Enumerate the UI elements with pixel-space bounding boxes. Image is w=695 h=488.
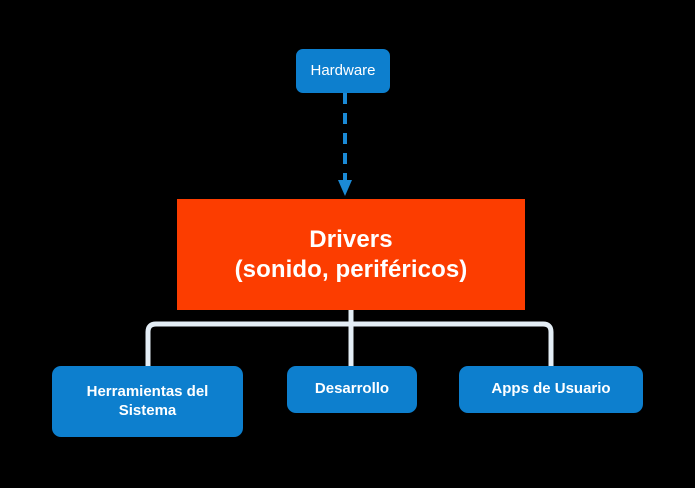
node-herramientas-del-sistema-label: Herramientas del Sistema: [86, 383, 209, 419]
arrowhead-down-icon: [338, 180, 352, 196]
connector-hardware-to-drivers: [338, 93, 352, 196]
node-desarrollo[interactable]: Desarrollo: [287, 366, 417, 413]
connector-branch-left: [145, 321, 351, 368]
connector-branch-right: [351, 321, 554, 368]
node-hardware-label: Hardware: [310, 61, 376, 79]
connector-drivers-to-children: [145, 310, 554, 368]
node-drivers-label-line1: Drivers: [309, 226, 393, 254]
node-apps-de-usuario-label: Apps de Usuario: [491, 380, 611, 398]
node-apps-de-usuario[interactable]: Apps de Usuario: [459, 366, 643, 413]
node-drivers-label-line2: (sonido, periféricos): [234, 255, 468, 283]
node-desarrollo-label: Desarrollo: [314, 380, 390, 398]
node-herramientas-del-sistema[interactable]: Herramientas del Sistema: [52, 366, 243, 437]
node-hardware[interactable]: Hardware: [296, 49, 390, 93]
node-drivers-text: Drivers (sonido, periféricos): [235, 225, 468, 284]
node-drivers[interactable]: Drivers (sonido, periféricos): [177, 199, 525, 310]
